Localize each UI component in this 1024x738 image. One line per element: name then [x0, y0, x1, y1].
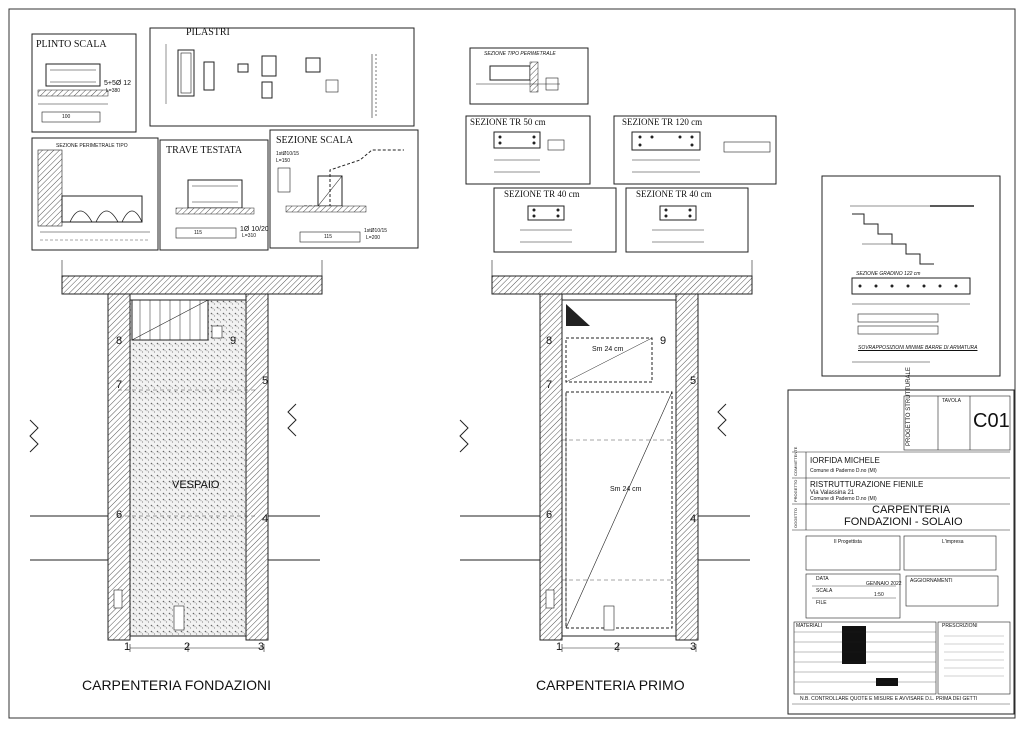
vespaio-label: VESPAIO [172, 479, 220, 491]
slab-label-top: Sm 24 cm [592, 346, 624, 353]
project-name: RISTRUTTURAZIONE FIENILE [810, 480, 924, 489]
sheet-code: C01 [973, 410, 1010, 432]
client-name: IORFIDA MICHELE [810, 456, 880, 465]
designer-label: Il Progettista [834, 539, 862, 545]
grid-label-6-right: 6 [546, 509, 553, 521]
updates-label: AGGIORNAMENTI [910, 578, 953, 584]
grid-label-3-right: 3 [690, 641, 697, 653]
gradino-title: SEZIONE GRADINO 122 cm [856, 271, 921, 277]
client-side-label: COMMITTENTE [793, 446, 798, 476]
plinto-dim: 100 [62, 114, 71, 120]
scala-bars-bot: 1stØ10/15 [364, 228, 388, 234]
detail-sez-perimetrale [31, 137, 159, 251]
scala-bars-top: 1stØ10/15 [276, 151, 300, 157]
detail-pilastri [149, 27, 415, 127]
detail-tr40-b [625, 187, 749, 253]
trave-dim: 115 [194, 230, 202, 236]
title-block [787, 389, 1015, 715]
trave-testata-title: TRAVE TESTATA [166, 145, 243, 156]
subject-side-label: OGGETTO [793, 508, 798, 528]
grid-label-5-right: 5 [690, 375, 697, 387]
scale-value: 1:50 [874, 592, 884, 598]
file-label: FILE [816, 600, 827, 606]
sez-perimetrale-title: SEZIONE PERIMETRALE TIPO [56, 143, 128, 149]
grid-label-4-right: 4 [690, 513, 697, 525]
subject-line-1: CARPENTERIA [872, 504, 951, 516]
grid-label-1-left: 1 [124, 641, 131, 653]
detail-gradino [821, 175, 1001, 377]
grid-label-9-right: 9 [660, 335, 667, 347]
scale-label: SCALA [816, 588, 833, 594]
plinto-bars: 5+5Ø 12 [104, 80, 132, 87]
detail-plinto [31, 33, 137, 133]
plinto-len: L=380 [106, 88, 121, 94]
sezione-scala-title: SEZIONE SCALA [276, 135, 353, 146]
plan-primo-title: CARPENTERIA PRIMO [536, 677, 685, 693]
client-city: Comune di Paderno D.no (MI) [810, 468, 877, 474]
grid-label-1-right: 1 [556, 641, 563, 653]
date-label: DATA [816, 576, 829, 582]
grid-label-3-left: 3 [258, 641, 265, 653]
scala-len-top: L=150 [276, 158, 291, 164]
grid-label-7-left: 7 [116, 379, 123, 391]
project-city: Comune di Paderno D.no (MI) [810, 496, 877, 502]
tr40a-title: SEZIONE TR 40 cm [504, 189, 580, 199]
grid-label-8-left: 8 [116, 335, 123, 347]
grid-label-4-left: 4 [262, 513, 269, 525]
subject-line-2: FONDAZIONI - SOLAIO [844, 516, 963, 528]
prescriptions-label: PRESCRIZIONI [942, 623, 978, 629]
grid-label-9-left: 9 [230, 335, 237, 347]
plan-fondazioni [29, 260, 323, 652]
grid-label-7-right: 7 [546, 379, 553, 391]
scala-len-bot: L=200 [366, 235, 381, 241]
grid-label-5-left: 5 [262, 375, 269, 387]
scala-dim: 115 [324, 234, 332, 240]
trave-len: L=310 [242, 233, 257, 239]
grid-label-2-right: 2 [614, 641, 621, 653]
slab-label-mid: Sm 24 cm [610, 486, 642, 493]
detail-tr40-a [493, 187, 617, 253]
gradino-note: SOVRAPPOSIZIONI MINIME BARRE DI ARMATURA [858, 345, 978, 351]
plan-fondazioni-title: CARPENTERIA FONDAZIONI [82, 677, 272, 693]
sez-tipo-perimetrale-title: SEZIONE TIPO PERIMETRALE [484, 51, 556, 57]
grid-label-2-left: 2 [184, 641, 191, 653]
date-value: GENNAIO 2022 [866, 581, 902, 587]
detail-tr50 [465, 115, 591, 185]
pilastri-title: PILASTRI [186, 27, 230, 38]
grid-label-8-right: 8 [546, 335, 553, 347]
project-tag: PROGETTO STRUTTURALE [906, 367, 912, 446]
tr50-title: SEZIONE TR 50 cm [470, 117, 546, 127]
plan-primo [459, 260, 753, 652]
company-label: L'impresa [942, 539, 964, 545]
plinto-title: PLINTO SCALA [36, 39, 107, 50]
detail-sez-tipo-perimetrale [469, 47, 589, 105]
tavola-label: TAVOLA [942, 398, 961, 404]
project-side-label: PROGETTO [793, 479, 798, 502]
footer-note: N.B. CONTROLLARE QUOTE E MISURE E AVVISA… [800, 696, 978, 702]
tr120-title: SEZIONE TR 120 cm [622, 117, 703, 127]
tr40b-title: SEZIONE TR 40 cm [636, 189, 712, 199]
project-street: Via Valassina 21 [810, 490, 855, 496]
detail-trave-testata [159, 139, 269, 251]
grid-label-6-left: 6 [116, 509, 123, 521]
trave-stirrups: 1Ø 10/20 [240, 226, 269, 233]
detail-sezione-scala [269, 129, 419, 249]
materials-label: MATERIALI [796, 623, 823, 629]
detail-tr120 [613, 115, 777, 185]
